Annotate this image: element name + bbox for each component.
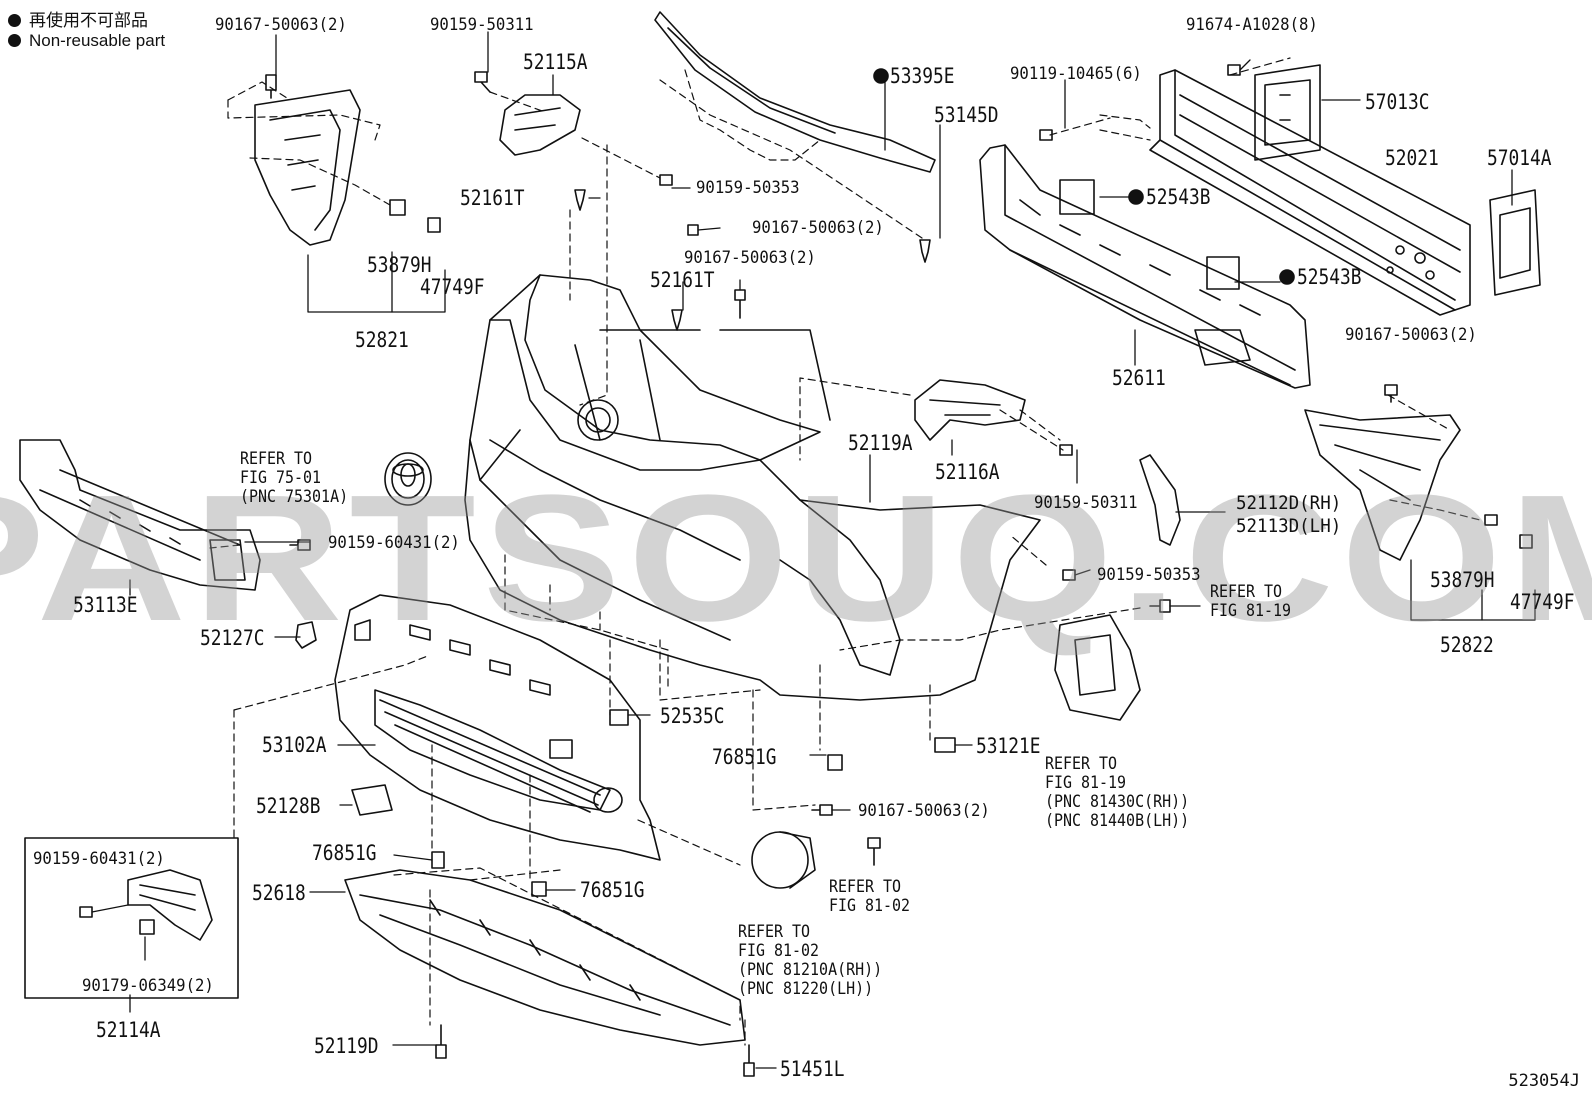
- bumper-reinforcement: [1149, 69, 1471, 316]
- label-52161t-b[interactable]: 52161T: [650, 268, 715, 292]
- lower-grille: [334, 594, 661, 861]
- watermark: PARTSOUQ.COM: [0, 458, 1592, 659]
- label-90159-50311-b[interactable]: 90159-50311: [1034, 493, 1138, 513]
- pad-52543b-b: [1206, 256, 1240, 290]
- label-53102a[interactable]: 53102A: [262, 733, 327, 757]
- label-52543b-a[interactable]: 52543B: [1146, 185, 1211, 209]
- label-53121e[interactable]: 53121E: [976, 734, 1041, 758]
- side-marker: [1139, 454, 1181, 546]
- label-52116a[interactable]: 52116A: [935, 460, 1000, 484]
- label-52119a[interactable]: 52119A: [848, 431, 913, 455]
- license-bracket: [127, 869, 213, 941]
- label-52112d[interactable]: 52112D(RH): [1236, 492, 1342, 514]
- label-52127c[interactable]: 52127C: [200, 626, 265, 650]
- bracket-57014a: [1489, 189, 1541, 296]
- ref-fig-81-02-b[interactable]: REFER TO FIG 81-02 (PNC 81210A(RH)) (PNC…: [738, 922, 883, 999]
- pad-52543b-a: [1059, 179, 1095, 215]
- figure-id: 523054J: [1508, 1071, 1580, 1091]
- bumper-cover: [464, 274, 1041, 701]
- label-52114a[interactable]: 52114A: [96, 1018, 161, 1042]
- side-bracket-right: [1304, 409, 1461, 561]
- license-box: [24, 837, 239, 999]
- label-53879h-b[interactable]: 53879H: [1430, 568, 1495, 592]
- label-52821[interactable]: 52821: [355, 328, 409, 352]
- fog-lamp-left: [751, 831, 816, 889]
- label-91674-a1028[interactable]: 91674-A1028(8): [1186, 15, 1318, 35]
- label-90159-50353-b[interactable]: 90159-50353: [1097, 565, 1201, 585]
- label-90159-50353-a[interactable]: 90159-50353: [696, 178, 800, 198]
- label-90167-50063-a[interactable]: 90167-50063(2): [215, 15, 347, 35]
- label-47749f-b[interactable]: 47749F: [1510, 590, 1575, 614]
- label-90179-06349[interactable]: 90179-06349(2): [82, 976, 214, 996]
- fasteners: [79, 64, 1533, 1077]
- label-76851g-c[interactable]: 76851G: [580, 878, 645, 902]
- label-53145d[interactable]: 53145D: [934, 103, 999, 127]
- bracket-57013c: [1254, 64, 1321, 161]
- legend-en: Non-reusable part: [8, 31, 165, 51]
- emblem: [384, 452, 432, 506]
- label-76851g-b[interactable]: 76851G: [312, 841, 377, 865]
- label-47749f-a[interactable]: 47749F: [420, 275, 485, 299]
- leader-lines: [91, 31, 1536, 1069]
- side-bracket-left: [254, 89, 361, 246]
- bullet-icon: [8, 34, 21, 47]
- label-53395e[interactable]: 53395E: [890, 64, 955, 88]
- upper-molding-strip: [654, 11, 936, 173]
- label-52535c[interactable]: 52535C: [660, 704, 725, 728]
- label-52115a[interactable]: 52115A: [523, 50, 588, 74]
- bullet-icon: [8, 14, 21, 27]
- label-52611[interactable]: 52611: [1112, 366, 1166, 390]
- label-90159-50311-a[interactable]: 90159-50311: [430, 15, 534, 35]
- label-52021[interactable]: 52021: [1385, 146, 1439, 170]
- label-52161t-a[interactable]: 52161T: [460, 186, 525, 210]
- lower-cover-left: [19, 439, 261, 591]
- label-90159-60431-a[interactable]: 90159-60431(2): [328, 533, 460, 553]
- label-51451l[interactable]: 51451L: [780, 1057, 845, 1081]
- fog-lamp-right: [1054, 614, 1141, 721]
- label-57014a[interactable]: 57014A: [1487, 146, 1552, 170]
- retainer-52115a: [499, 94, 581, 156]
- label-57013c[interactable]: 57013C: [1365, 90, 1430, 114]
- ref-fig-81-02-a[interactable]: REFER TO FIG 81-02: [829, 877, 911, 916]
- label-52128b[interactable]: 52128B: [256, 794, 321, 818]
- ref-fig-81-19-b[interactable]: REFER TO FIG 81-19 (PNC 81430C(RH)) (PNC…: [1045, 754, 1190, 831]
- label-76851g-a[interactable]: 76851G: [712, 745, 777, 769]
- label-52543b-b[interactable]: 52543B: [1297, 265, 1362, 289]
- energy-absorber: [979, 144, 1311, 389]
- hole-cover-52128b: [351, 784, 393, 816]
- non-reusable-bullet: [873, 68, 889, 84]
- label-90167-50063-c[interactable]: 90167-50063(2): [684, 248, 816, 268]
- label-52119d[interactable]: 52119D: [314, 1034, 379, 1058]
- label-53113e[interactable]: 53113E: [73, 593, 138, 617]
- engine-undercover: [344, 869, 746, 1046]
- retainer-52116a: [914, 379, 1026, 441]
- label-52618[interactable]: 52618: [252, 881, 306, 905]
- label-90167-50063-b[interactable]: 90167-50063(2): [752, 218, 884, 238]
- dashed-assembly-lines: [209, 57, 1481, 1046]
- non-reusable-bullet: [1279, 269, 1295, 285]
- label-53879h-a[interactable]: 53879H: [367, 253, 432, 277]
- label-90119-10465[interactable]: 90119-10465(6): [1010, 64, 1142, 84]
- ref-fig-81-19-a[interactable]: REFER TO FIG 81-19: [1210, 582, 1292, 621]
- label-90167-50063-e[interactable]: 90167-50063(2): [858, 801, 990, 821]
- label-52822[interactable]: 52822: [1440, 633, 1494, 657]
- label-90159-60431-b[interactable]: 90159-60431(2): [33, 849, 165, 869]
- label-90167-50063-d[interactable]: 90167-50063(2): [1345, 325, 1477, 345]
- legend-jp: 再使用不可部品: [8, 6, 148, 31]
- ref-fig-75-01[interactable]: REFER TO FIG 75-01 (PNC 75301A): [240, 449, 349, 507]
- non-reusable-bullet: [1128, 189, 1144, 205]
- label-52113d[interactable]: 52113D(LH): [1236, 515, 1342, 537]
